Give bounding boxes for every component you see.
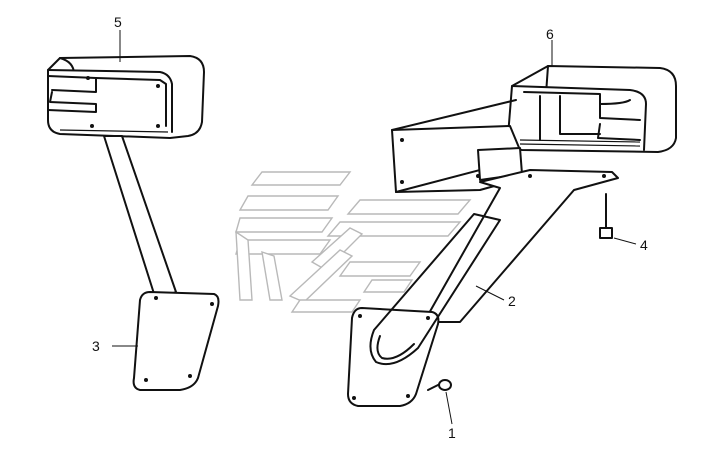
callout-4: 4 (640, 237, 648, 253)
mounting-bracket (391, 99, 523, 193)
part-5-clamp-box (47, 55, 205, 139)
callout-5: 5 (114, 14, 122, 30)
part-2-pedal-arm (347, 169, 619, 407)
callout-1: 1 (448, 425, 456, 441)
part-1-bolt (427, 379, 452, 391)
leader-lines (112, 30, 637, 425)
part-6-clamp-box (507, 65, 677, 153)
part-3-arm (103, 135, 177, 301)
part-3-pedal-plate (132, 291, 220, 391)
callout-2: 2 (508, 293, 516, 309)
callout-3: 3 (92, 338, 100, 354)
callout-6: 6 (546, 26, 554, 42)
logo-watermark-icon (235, 171, 472, 313)
part-4-bolt (599, 193, 613, 239)
